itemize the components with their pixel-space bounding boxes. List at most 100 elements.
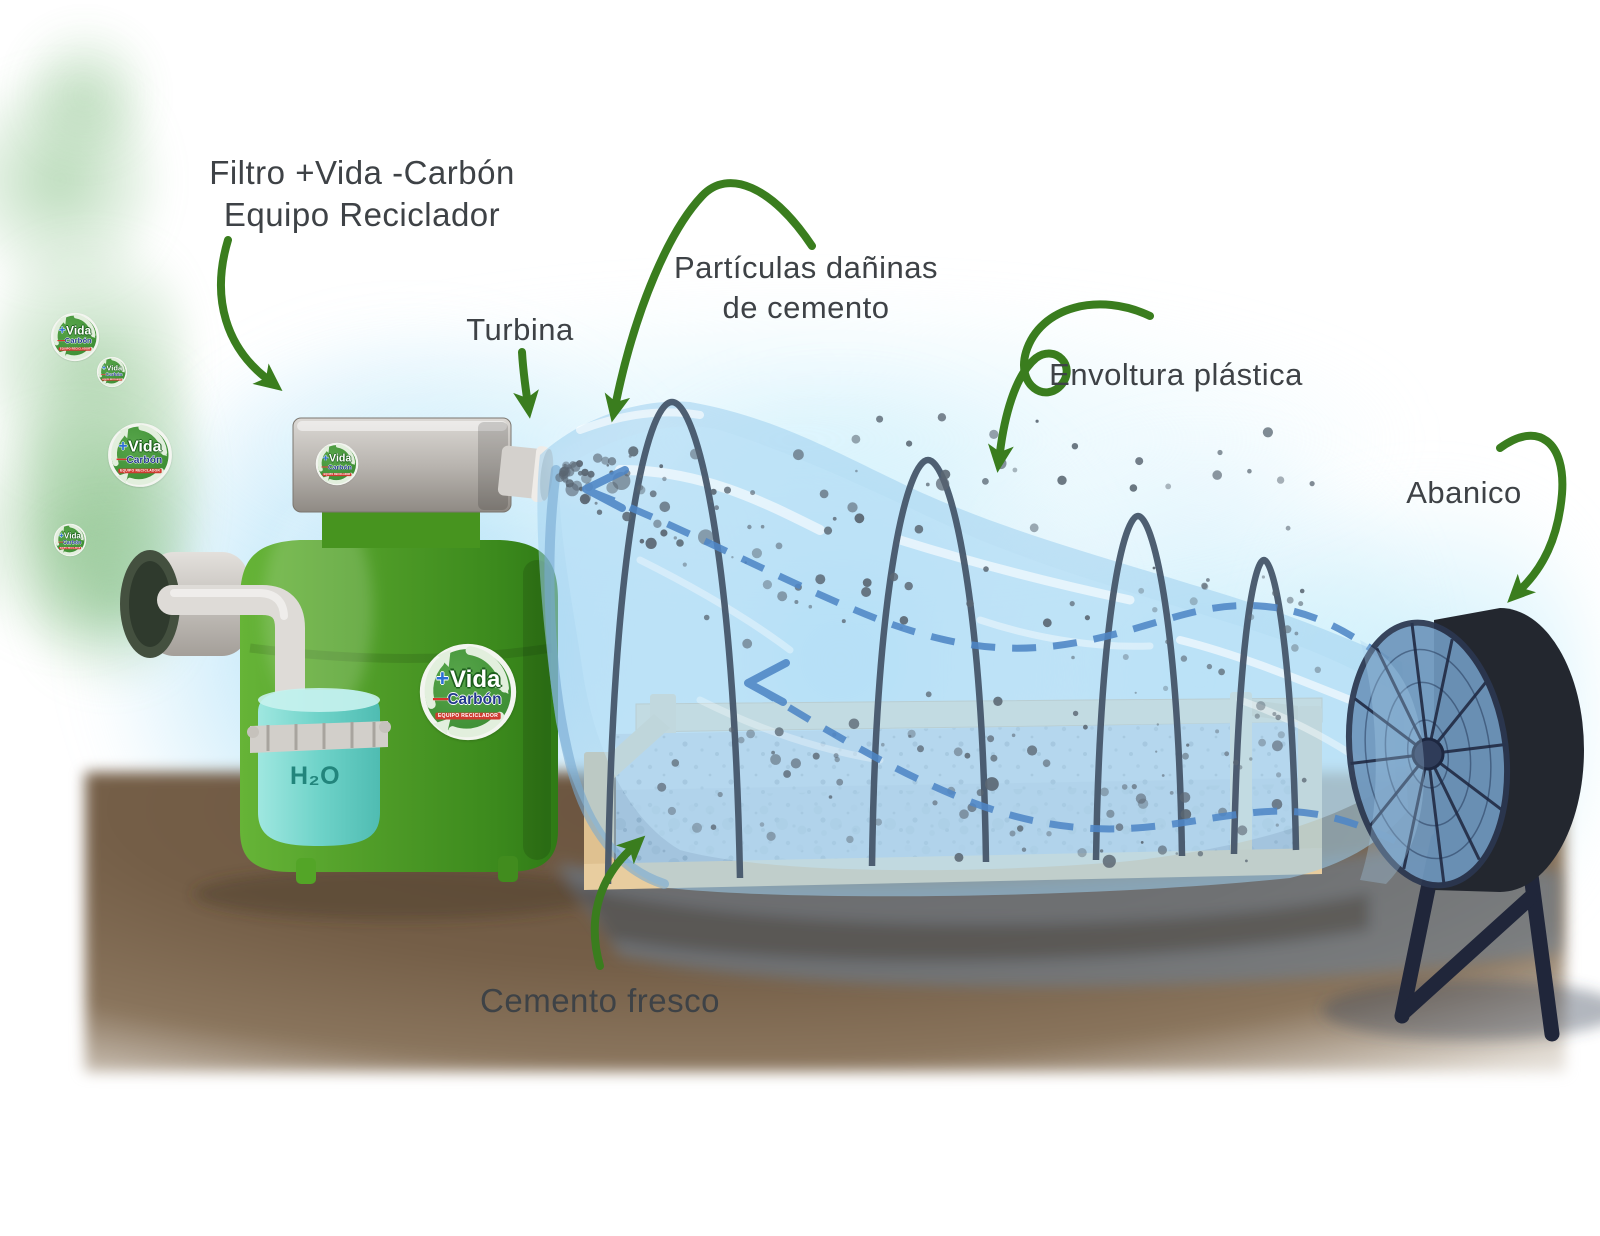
arrow-particulas (604, 179, 816, 423)
particle (703, 614, 710, 621)
badge-text: +Vida −Carbón EQUIPO RECICLADOR (56, 526, 85, 555)
badge-plus: + (101, 363, 107, 372)
particle (1238, 765, 1243, 770)
particle (985, 777, 999, 791)
particle (1309, 481, 1315, 487)
particle (823, 526, 833, 535)
particle (724, 486, 731, 494)
particle (660, 529, 668, 537)
particle (917, 745, 924, 753)
particle (1129, 484, 1138, 492)
particle (737, 736, 745, 744)
hoop-4 (1230, 556, 1300, 855)
particle (1042, 759, 1051, 767)
particle (793, 449, 804, 461)
machine-shadow (193, 868, 603, 920)
particle (1135, 793, 1147, 804)
particle (1249, 757, 1253, 761)
particle (1180, 655, 1188, 662)
particle (815, 574, 826, 585)
particle (594, 501, 598, 505)
tank-foot (498, 856, 518, 882)
particle (954, 852, 964, 862)
particle (907, 729, 916, 738)
particle (1155, 750, 1158, 753)
particle (1248, 614, 1255, 621)
airflow-arrowhead (582, 466, 629, 512)
particle (622, 511, 632, 522)
badge-vida: Vida (128, 437, 162, 455)
hoop-1 (604, 398, 744, 885)
badge-minus: − (431, 687, 450, 711)
particle (596, 509, 603, 515)
badge-subtitle: EQUIPO RECICLADOR (322, 472, 352, 476)
particle (881, 742, 885, 747)
vida-carbon-badge: +Vida −Carbón EQUIPO RECICLADOR (96, 356, 128, 388)
particle (940, 469, 951, 480)
particle (1011, 733, 1016, 738)
drum-fan (1345, 608, 1584, 1042)
particle (862, 578, 872, 587)
badge-carbon: Carbón (447, 690, 502, 708)
particle (1138, 587, 1145, 594)
particle (774, 727, 784, 737)
particle (717, 791, 723, 798)
badge-carbon: Carbón (126, 453, 163, 466)
particle (653, 519, 662, 528)
particle (1262, 427, 1273, 438)
particle (783, 770, 791, 778)
hoop-2 (868, 456, 990, 867)
particle (989, 429, 999, 439)
particle (1272, 589, 1279, 597)
particle (876, 415, 884, 423)
fan-grille (1345, 619, 1511, 889)
particle (1084, 615, 1090, 621)
intake-opening-inner (129, 561, 171, 647)
particle (1275, 823, 1279, 827)
particle (794, 600, 799, 604)
particle (1165, 639, 1170, 644)
particle (1175, 852, 1179, 855)
particle (710, 824, 717, 830)
particle (1161, 774, 1165, 777)
particle (775, 542, 783, 550)
particle (914, 524, 924, 534)
particle (1083, 724, 1088, 730)
particle (1140, 841, 1144, 844)
tank-shade (523, 560, 551, 860)
particle (1215, 729, 1220, 734)
particle (937, 413, 947, 422)
particle (1298, 601, 1304, 607)
particle (649, 490, 657, 498)
badge-subtitle: EQUIPO RECICLADOR (58, 546, 82, 550)
particle (628, 454, 632, 458)
particle (657, 782, 667, 792)
particle (1272, 740, 1283, 752)
particle (1165, 483, 1172, 490)
badge-carbon: Carbón (63, 539, 82, 546)
particle (709, 500, 713, 503)
label-cemento-fresco: Cemento fresco (480, 982, 720, 1019)
airflow-dashed-lower (752, 683, 1400, 846)
particle (690, 448, 701, 460)
fan-hub (1411, 737, 1445, 771)
particle (771, 750, 775, 755)
badge-subtitle: EQUIPO RECICLADOR (58, 347, 92, 351)
badge-plus: + (322, 452, 329, 464)
particle (1189, 597, 1198, 606)
particle (1131, 784, 1137, 790)
particle (1301, 777, 1307, 783)
label-h2o: H₂O (289, 762, 341, 790)
arrow-envoltura (987, 300, 1154, 473)
particle (1021, 847, 1027, 852)
particle (639, 538, 645, 544)
particle (673, 536, 677, 540)
particle (579, 494, 591, 505)
particle (812, 752, 820, 760)
particle (855, 469, 858, 473)
particle (848, 718, 860, 730)
airflow-dashed-upper (590, 488, 1401, 671)
particle (1206, 578, 1210, 582)
particle (1186, 743, 1190, 747)
